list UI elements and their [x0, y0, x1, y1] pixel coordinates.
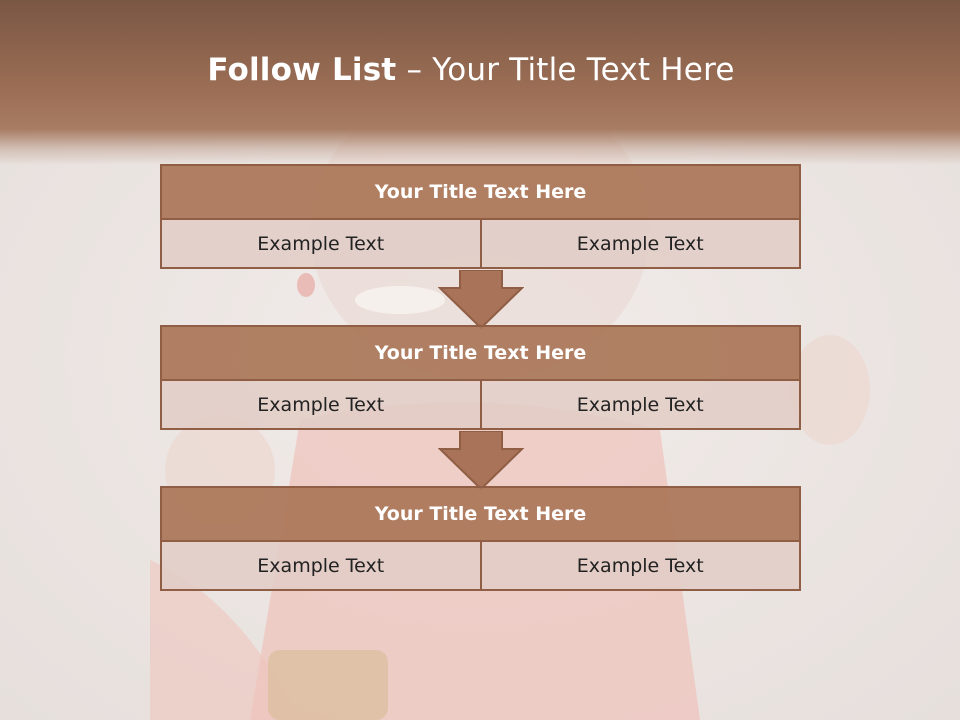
block-cell-right[interactable]: Example Text: [479, 542, 799, 589]
block-row: Example Text Example Text: [160, 220, 801, 269]
block-cell-right[interactable]: Example Text: [479, 381, 799, 428]
block-cell-right[interactable]: Example Text: [479, 220, 799, 267]
list-block-3: Your Title Text Here Example Text Exampl…: [160, 486, 801, 591]
block-cell-left[interactable]: Example Text: [162, 542, 480, 589]
list-block-2: Your Title Text Here Example Text Exampl…: [160, 325, 801, 430]
block-title[interactable]: Your Title Text Here: [160, 325, 801, 381]
header-band: [0, 0, 960, 165]
slide-title: Follow List – Your Title Text Here: [0, 52, 942, 88]
list-block-1: Your Title Text Here Example Text Exampl…: [160, 164, 801, 269]
slide-title-rest: – Your Title Text Here: [396, 52, 735, 88]
slide-title-bold: Follow List: [207, 52, 397, 88]
block-cell-left[interactable]: Example Text: [162, 381, 480, 428]
block-title[interactable]: Your Title Text Here: [160, 164, 801, 220]
down-arrow-icon: [438, 431, 524, 491]
block-row: Example Text Example Text: [160, 542, 801, 591]
block-row: Example Text Example Text: [160, 381, 801, 430]
down-arrow-icon: [438, 270, 524, 330]
block-cell-left[interactable]: Example Text: [162, 220, 480, 267]
block-title[interactable]: Your Title Text Here: [160, 486, 801, 542]
